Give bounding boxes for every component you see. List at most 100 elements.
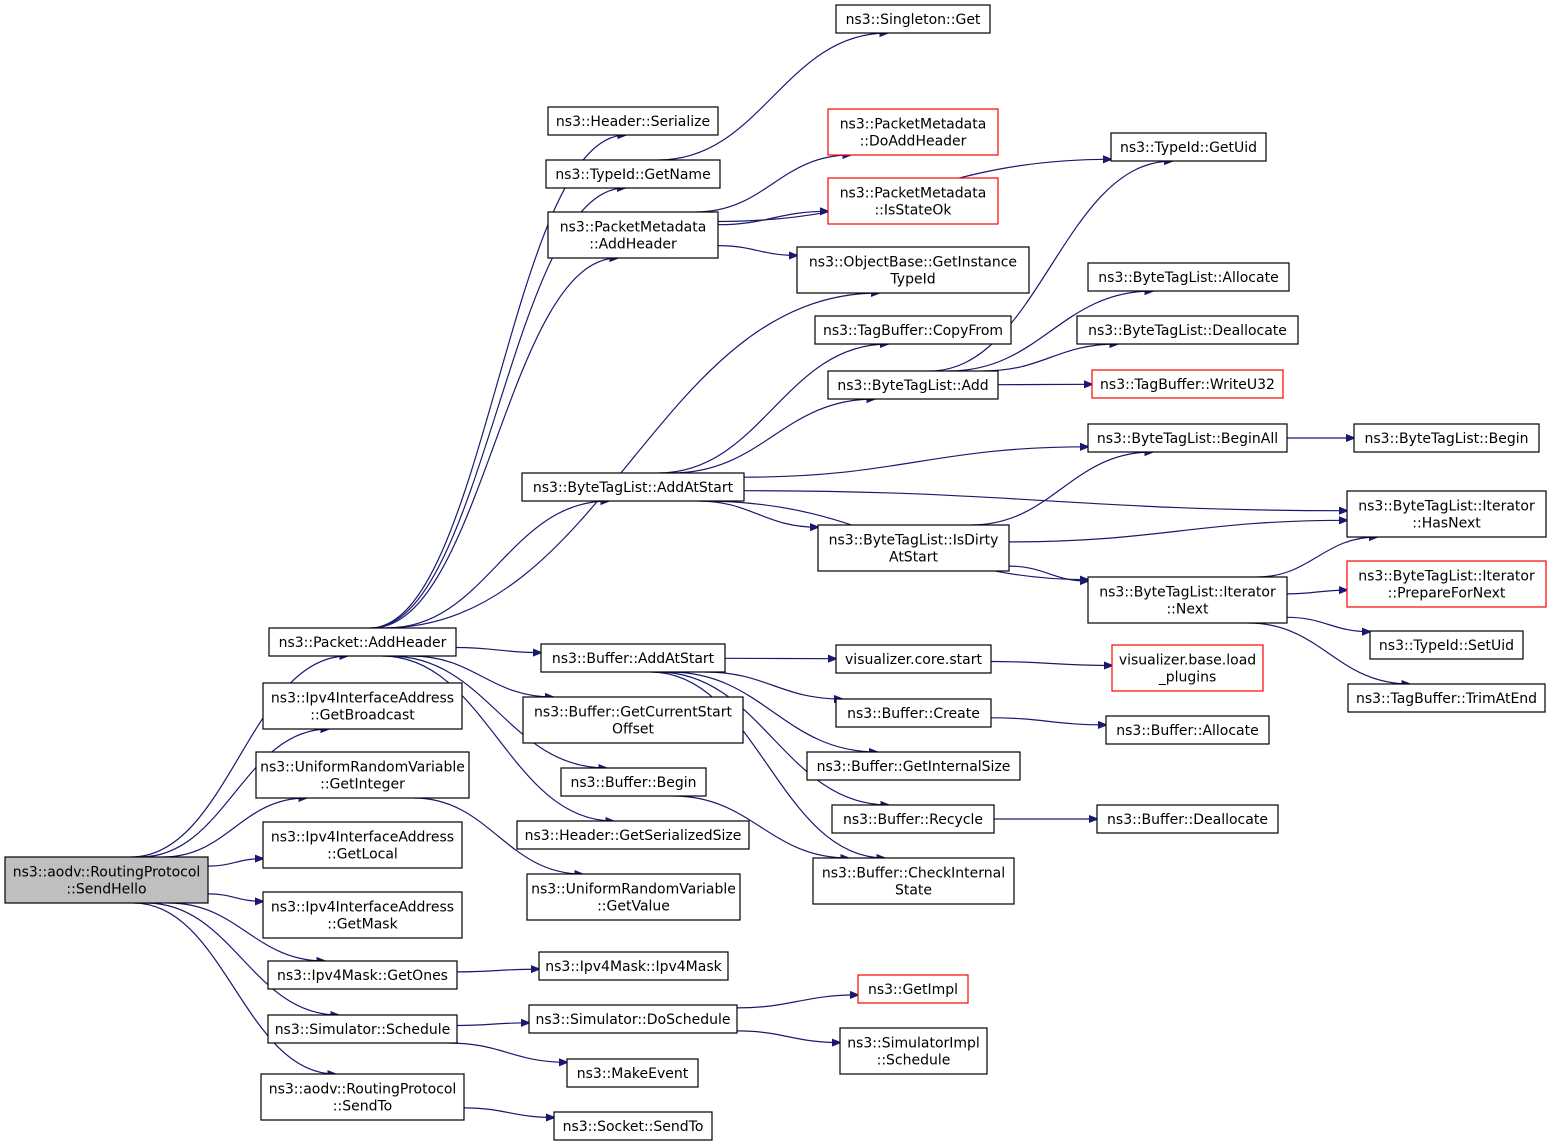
node-label: ns3::GetImpl — [868, 982, 958, 998]
node-box — [1091, 369, 1284, 399]
node-label: ns3::TypeId::GetUid — [1120, 140, 1257, 156]
node-ipv4ia-getlocal[interactable]: ns3::Ipv4InterfaceAddress::GetLocal — [262, 821, 463, 869]
node-buffer-addatstart[interactable]: ns3::Buffer::AddAtStart — [540, 643, 726, 673]
node-ipv4ia-getmask[interactable]: ns3::Ipv4InterfaceAddress::GetMask — [262, 891, 463, 939]
node-buffer-deallocate[interactable]: ns3::Buffer::Deallocate — [1096, 804, 1279, 834]
node-box — [1087, 423, 1288, 453]
node-buffer-create[interactable]: ns3::Buffer::Create — [835, 698, 992, 728]
node-makeevent[interactable]: ns3::MakeEvent — [566, 1058, 699, 1088]
node-bytetaglist-iterator-prepareforNext[interactable]: ns3::ByteTagList::Iterator::PrepareForNe… — [1346, 560, 1547, 608]
call-edge-packet_addheader-to-buffer_addatstart — [455, 646, 541, 653]
call-edge-bytetaglist_add-to-typeid_getuid — [929, 161, 1172, 372]
node-ipv4mask-getones[interactable]: ns3::Ipv4Mask::GetOnes — [267, 960, 458, 990]
node-ipv4mask-ipv4mask[interactable]: ns3::Ipv4Mask::Ipv4Mask — [538, 951, 729, 981]
node-box — [835, 698, 992, 728]
call-edge-buffer_addatstart-to-buffer_create — [704, 671, 842, 699]
call-edge-aodv_sendto-to-socket_sendto — [463, 1107, 554, 1118]
node-label: ns3::Socket::SendTo — [563, 1119, 704, 1135]
node-urv-getinteger[interactable]: ns3::UniformRandomVariable::GetInteger — [255, 751, 470, 799]
node-box — [857, 974, 969, 1004]
node-label: ::AddHeader — [589, 237, 677, 253]
node-simulator-schedule[interactable]: ns3::Simulator::Schedule — [267, 1014, 458, 1044]
call-edge-simulator_doschedule-to-getimpl — [736, 995, 858, 1009]
node-label: ns3::Header::Serialize — [556, 114, 710, 130]
node-simulatorimpl-schedule[interactable]: ns3::SimulatorImpl::Schedule — [839, 1027, 988, 1075]
node-socket-sendto[interactable]: ns3::Socket::SendTo — [553, 1111, 713, 1141]
node-box — [547, 106, 719, 136]
node-bytetaglist-iterator-hasnext[interactable]: ns3::ByteTagList::Iterator::HasNext — [1346, 490, 1547, 538]
node-bytetaglist-deallocate[interactable]: ns3::ByteTagList::Deallocate — [1076, 315, 1299, 345]
node-buffer-begin[interactable]: ns3::Buffer::Begin — [560, 767, 707, 797]
node-label: ns3::aodv::RoutingProtocol — [13, 865, 201, 881]
call-edge-visualizer_core_start-to-visualizer_base_load_plugins — [990, 660, 1112, 666]
call-edge-simulator_doschedule-to-simulatorimpl_schedule — [736, 1030, 840, 1043]
call-edge-root-to-packet_addheader — [131, 656, 347, 858]
node-header-getserializedsize[interactable]: ns3::Header::GetSerializedSize — [516, 820, 750, 850]
node-getimpl[interactable]: ns3::GetImpl — [857, 974, 969, 1004]
node-label: ns3::TagBuffer::WriteU32 — [1100, 377, 1275, 393]
call-edge-bytetaglist_addatstart-to-bytetaglist_beginall — [743, 447, 1088, 478]
node-box — [1110, 132, 1267, 162]
node-label: ns3::PacketMetadata — [840, 117, 987, 133]
node-bytetaglist-addatstart[interactable]: ns3::ByteTagList::AddAtStart — [521, 472, 745, 502]
node-pm-isstateok[interactable]: ns3::PacketMetadata::IsStateOk — [827, 177, 999, 225]
node-typeid-setuid[interactable]: ns3::TypeId::SetUid — [1369, 630, 1524, 660]
call-edge-packet_addheader-to-buffer_getcurrentstartoffset — [411, 655, 553, 697]
call-edge-buffer_create-to-buffer_allocate — [990, 717, 1106, 725]
call-edge-packet_addheader-to-pm_addheader — [371, 258, 618, 629]
node-box — [839, 1027, 988, 1075]
node-label: ns3::Buffer::AddAtStart — [552, 651, 715, 667]
node-box — [1347, 683, 1546, 713]
node-aodv-sendto[interactable]: ns3::aodv::RoutingProtocol::SendTo — [260, 1073, 465, 1121]
node-label: ns3::ByteTagList::IsDirty — [829, 533, 999, 549]
node-simulator-doschedule[interactable]: ns3::Simulator::DoSchedule — [528, 1004, 738, 1034]
node-visualizer-core-start[interactable]: visualizer.core.start — [835, 644, 992, 674]
node-bytetaglist-iterator-next[interactable]: ns3::ByteTagList::Iterator::Next — [1087, 576, 1288, 624]
node-tagbuffer-trimatend[interactable]: ns3::TagBuffer::TrimAtEnd — [1347, 683, 1546, 713]
call-edge-root-to-ipv4mask_getones — [168, 902, 325, 961]
node-bytetaglist-add[interactable]: ns3::ByteTagList::Add — [827, 370, 999, 400]
node-packet-addheader[interactable]: ns3::Packet::AddHeader — [268, 627, 457, 657]
node-label: ns3::ByteTagList::BeginAll — [1097, 431, 1278, 447]
node-bytetaglist-beginall[interactable]: ns3::ByteTagList::BeginAll — [1087, 423, 1288, 453]
node-urv-getvalue[interactable]: ns3::UniformRandomVariable::GetValue — [526, 873, 741, 921]
node-label: Offset — [612, 722, 655, 738]
node-label: ::GetValue — [597, 899, 670, 915]
node-bytetaglist-allocate[interactable]: ns3::ByteTagList::Allocate — [1087, 262, 1290, 292]
node-buffer-recycle[interactable]: ns3::Buffer::Recycle — [831, 804, 995, 834]
node-label: ns3::ByteTagList::Deallocate — [1088, 323, 1287, 339]
node-label: ns3::Packet::AddHeader — [279, 635, 447, 651]
node-label: ::IsStateOk — [874, 203, 952, 219]
call-edge-pm_addheader-to-objectbase_getinstancetypeid — [717, 245, 797, 256]
node-buffer-allocate[interactable]: ns3::Buffer::Allocate — [1105, 715, 1270, 745]
node-pm-addheader[interactable]: ns3::PacketMetadata::AddHeader — [547, 211, 719, 259]
node-ipv4ia-getbroadcast[interactable]: ns3::Ipv4InterfaceAddress::GetBroadcast — [262, 682, 463, 730]
node-label: ns3::Header::GetSerializedSize — [525, 828, 742, 844]
node-box — [814, 315, 1012, 345]
node-tagbuffer-copyfrom[interactable]: ns3::TagBuffer::CopyFrom — [814, 315, 1012, 345]
node-pm-doaddheader[interactable]: ns3::PacketMetadata::DoAddHeader — [827, 108, 999, 156]
node-buffer-getinternalsize[interactable]: ns3::Buffer::GetInternalSize — [806, 751, 1021, 781]
node-visualizer-base-load-plugins[interactable]: visualizer.base.load_plugins — [1111, 644, 1264, 692]
node-header-serialize[interactable]: ns3::Header::Serialize — [547, 106, 719, 136]
node-label: ns3::Ipv4Mask::GetOnes — [277, 968, 448, 984]
call-edge-root-to-ipv4ia_getmask — [207, 893, 263, 902]
node-bytetaglist-begin[interactable]: ns3::ByteTagList::Begin — [1353, 423, 1540, 453]
node-label: ::Next — [1166, 602, 1209, 618]
node-box — [538, 951, 729, 981]
node-box — [526, 873, 741, 921]
node-label: ns3::ByteTagList::Iterator — [1099, 585, 1276, 601]
node-tagbuffer-writeu32[interactable]: ns3::TagBuffer::WriteU32 — [1091, 369, 1284, 399]
call-edge-buffer_begin-to-buffer_checkinternalstate — [673, 795, 848, 858]
call-edge-bytetaglist_addatstart-to-bytetaglist_add — [671, 399, 874, 474]
node-typeid-getuid[interactable]: ns3::TypeId::GetUid — [1110, 132, 1267, 162]
node-singleton-get[interactable]: ns3::Singleton::Get — [835, 4, 991, 34]
node-typeid-getname[interactable]: ns3::TypeId::GetName — [545, 159, 721, 189]
node-label: ::GetLocal — [327, 847, 398, 863]
node-root: ns3::aodv::RoutingProtocol::SendHello — [4, 856, 209, 904]
node-box — [547, 211, 719, 259]
